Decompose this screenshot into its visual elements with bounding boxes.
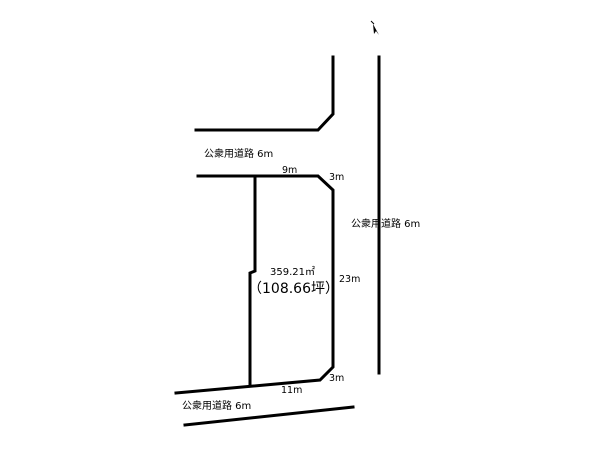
- south-corner-dimension: 3m: [329, 373, 345, 384]
- north-road-edge: [194, 55, 335, 132]
- north-corner-dimension: 3m: [329, 172, 345, 183]
- north-arrow-icon: [370, 20, 379, 35]
- lot-tsubo-label: （108.66坪）: [248, 281, 339, 297]
- east-side-dimension: 23m: [339, 274, 361, 285]
- south-side-dimension: 11m: [281, 385, 303, 396]
- north-road-label: 公衆用道路 6m: [204, 149, 274, 160]
- east-road-label: 公衆用道路 6m: [351, 219, 421, 230]
- south-road-label: 公衆用道路 6m: [182, 401, 252, 412]
- lot-boundary: [174, 174, 335, 395]
- south-road-edge: [183, 405, 355, 427]
- lot-area-label: 359.21㎡: [270, 267, 315, 278]
- lot-west-boundary: [248, 174, 257, 388]
- north-side-dimension: 9m: [282, 165, 298, 176]
